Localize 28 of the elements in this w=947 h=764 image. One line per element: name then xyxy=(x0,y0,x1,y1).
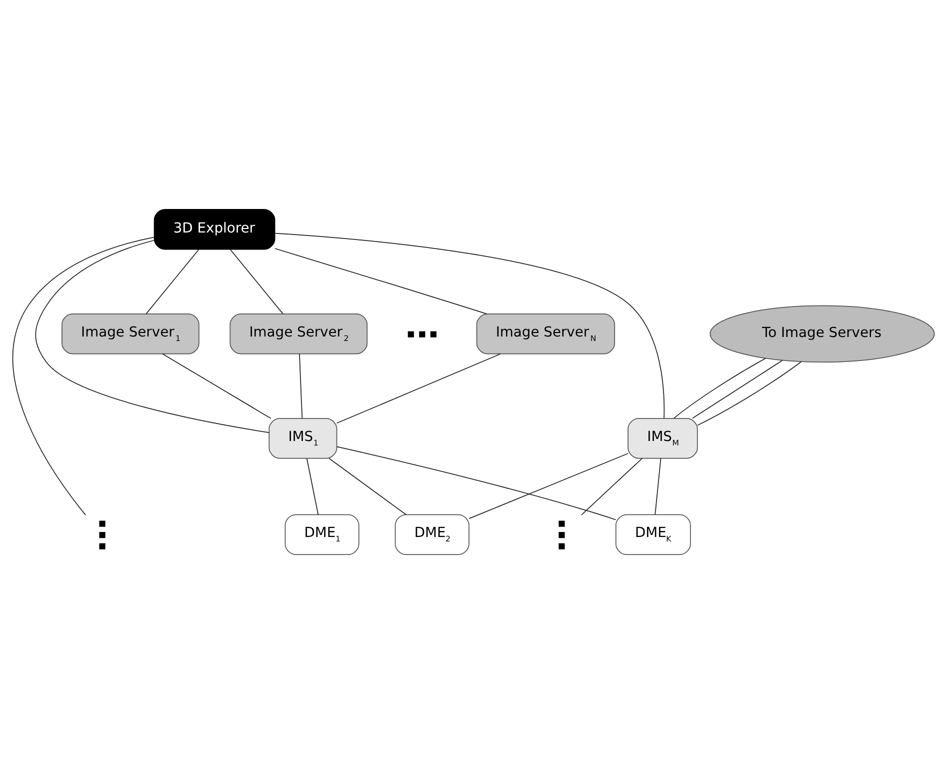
connector xyxy=(274,232,665,419)
node-box: DME$_{K}$ xyxy=(615,514,691,555)
node-box: Image Server$_{1}$ xyxy=(62,314,200,354)
connector xyxy=(674,358,766,419)
connector xyxy=(336,446,616,520)
connector xyxy=(581,458,643,516)
connector xyxy=(697,361,802,426)
node-box: Image Server$_{2}$ xyxy=(230,314,368,354)
node-box: Image Server$_{N}$ xyxy=(476,314,616,354)
connector xyxy=(230,248,284,314)
connector xyxy=(336,353,502,424)
node-box: 3D Explorer xyxy=(154,209,276,250)
connector xyxy=(692,360,783,419)
connector xyxy=(328,458,406,516)
connector xyxy=(468,453,628,520)
connector xyxy=(306,458,319,516)
connector xyxy=(162,353,272,419)
connector xyxy=(654,458,662,516)
node-ellipse: To Image Servers xyxy=(710,305,935,363)
node-box: IMS$_{1}$ xyxy=(268,418,338,459)
connector xyxy=(299,353,303,419)
connector xyxy=(35,240,270,434)
connector xyxy=(146,248,200,314)
node-box: DME$_{1}$ xyxy=(284,514,360,555)
connector xyxy=(12,236,155,516)
connector xyxy=(274,248,488,314)
node-box: IMS$_{M}$ xyxy=(628,418,698,459)
node-box: DME$_{2}$ xyxy=(394,514,470,555)
